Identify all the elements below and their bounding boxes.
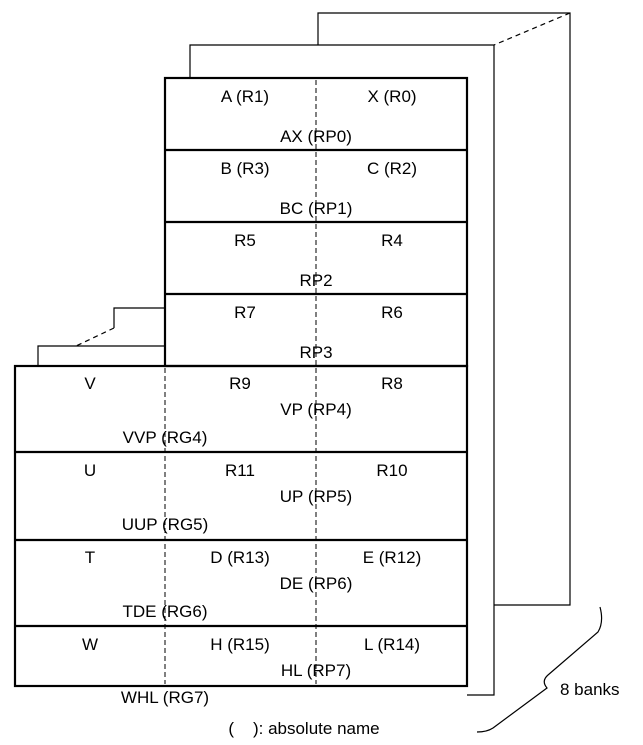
lower-register-labels: V R9 R8 VP (RP4) VVP (RG4) U R11 R10 UP … [82, 374, 421, 707]
reg-group-label: UUP (RG5) [122, 515, 209, 534]
reg-ext-label: U [84, 461, 96, 480]
reg-high-label: D (R13) [210, 548, 270, 567]
reg-low-label: R8 [381, 374, 403, 393]
reg-pair-label: UP (RP5) [280, 487, 352, 506]
reg-pair-label: BC (RP1) [280, 199, 353, 218]
reg-pair-label: RP2 [299, 271, 332, 290]
reg-low-label: E (R12) [363, 548, 422, 567]
reg-ext-label: V [84, 374, 96, 393]
reg-group-label: WHL (RG7) [121, 688, 209, 707]
left-step-perspective [75, 327, 115, 347]
reg-low-label: L (R14) [364, 635, 420, 654]
upper-register-labels: A (R1) X (R0) AX (RP0) B (R3) C (R2) BC … [220, 87, 417, 362]
reg-pair-label: VP (RP4) [280, 400, 352, 419]
reg-high-label: R11 [225, 461, 255, 480]
banks-label: 8 banks [560, 680, 620, 699]
reg-group-label: TDE (RG6) [123, 602, 208, 621]
reg-low-label: X (R0) [367, 87, 416, 106]
reg-pair-label: DE (RP6) [280, 574, 353, 593]
reg-high-label: H (R15) [210, 635, 270, 654]
rear-bank-perspective-top [493, 12, 571, 46]
lower-register-block [13, 364, 469, 688]
reg-ext-label: T [85, 548, 95, 567]
reg-high-label: R5 [234, 231, 256, 250]
left-step-bank-2 [37, 345, 165, 365]
reg-high-label: A (R1) [221, 87, 269, 106]
reg-high-label: R9 [229, 374, 251, 393]
reg-high-label: B (R3) [220, 159, 269, 178]
reg-pair-label: RP3 [299, 343, 332, 362]
reg-ext-label: W [82, 635, 98, 654]
front-bank [13, 76, 469, 688]
reg-low-label: C (R2) [367, 159, 417, 178]
rear-bank-outline [317, 12, 571, 606]
reg-group-label: VVP (RG4) [123, 428, 208, 447]
reg-high-label: R7 [234, 303, 256, 322]
reg-low-label: R10 [376, 461, 407, 480]
reg-low-label: R4 [381, 231, 403, 250]
left-step-bank-1 [113, 307, 165, 328]
absolute-name-legend: ( ): absolute name [228, 719, 379, 738]
reg-pair-label: AX (RP0) [280, 127, 352, 146]
reg-pair-label: HL (RP7) [281, 661, 351, 680]
reg-low-label: R6 [381, 303, 403, 322]
back-banks [37, 12, 571, 696]
banks-brace-icon [476, 606, 603, 733]
middle-bank-outline [189, 44, 495, 696]
